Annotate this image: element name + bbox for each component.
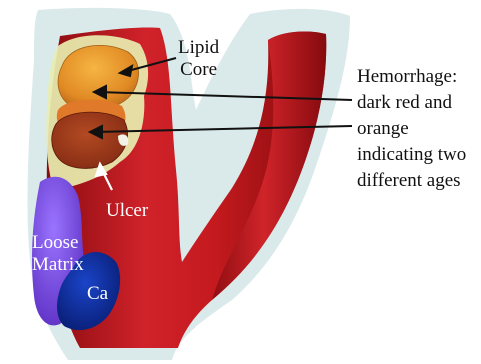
loose-matrix-label-line1: Loose [32,232,84,254]
loose-matrix-label: Loose Matrix [32,232,84,276]
hemorrhage-label-line1: Hemorrhage: [357,64,466,90]
loose-matrix-label-line2: Matrix [32,254,84,276]
hemorrhage-label-line3: orange [357,116,466,142]
lipid-core-label: Lipid Core [178,37,219,81]
hemorrhage-label-line2: dark red and [357,90,466,116]
ulcer-label: Ulcer [106,200,148,222]
lipid-core-label-line1: Lipid [178,37,219,59]
hemorrhage-label-line5: different ages [357,168,466,194]
hemorrhage-label-line4: indicating two [357,142,466,168]
lipid-core-label-line2: Core [178,59,219,81]
calcium-label: Ca [87,283,108,305]
hemorrhage-label: Hemorrhage: dark red and orange indicati… [357,64,466,194]
